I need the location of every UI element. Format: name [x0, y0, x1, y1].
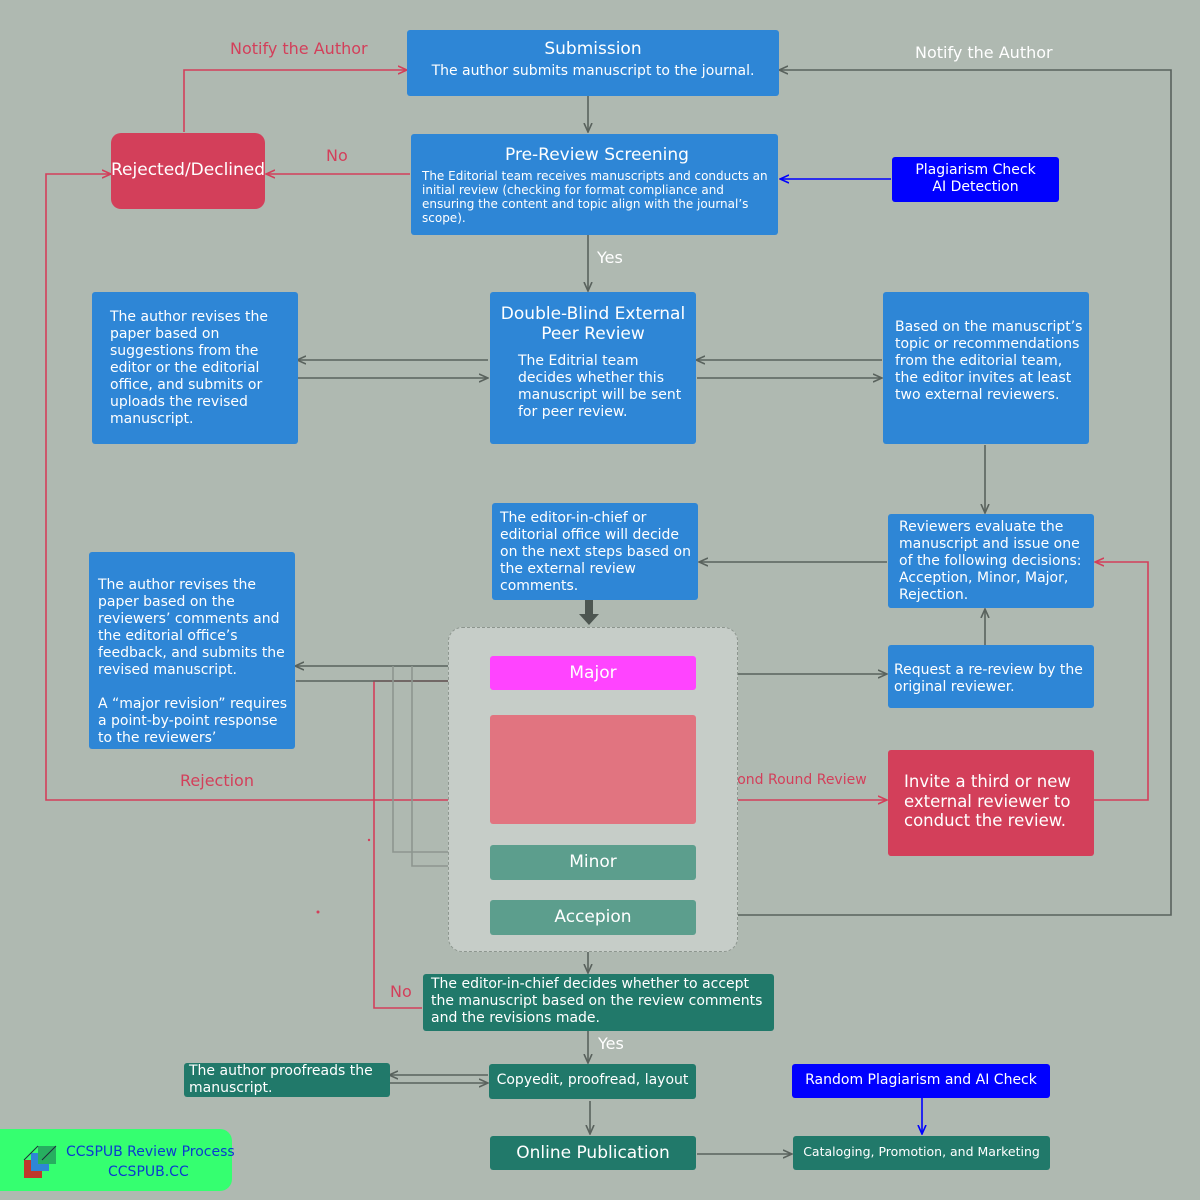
rejection-node	[490, 715, 696, 824]
plagiarism-node: Plagiarism Check AI Detection	[892, 157, 1059, 202]
peer-review-title: Double-Blind External Peer Review	[500, 304, 686, 344]
editor-decide-node: The editor-in-chief or editorial office …	[492, 503, 698, 600]
copyedit-title: Copyedit, proofread, layout	[496, 1072, 689, 1088]
rejected-title: Rejected/Declined	[111, 160, 265, 180]
proofread-text: The author proofreads the manuscript.	[189, 1063, 373, 1096]
author-revises-2-text: The author revises the paper based on th…	[98, 577, 288, 749]
minor-node: Minor	[490, 845, 696, 880]
author-revises-1-node: The author revises the paper based on su…	[92, 292, 298, 444]
brand-site: CCSPUB.CC	[108, 1164, 189, 1180]
reviewers-evaluate-node: Reviewers evaluate the manuscript and is…	[888, 514, 1094, 608]
arrow-third-to-evaluate	[1094, 562, 1149, 801]
invite-reviewers-text: Based on the manuscript’s topic or recom…	[895, 319, 1083, 403]
peer-review-node: Double-Blind External Peer Review The Ed…	[490, 292, 696, 444]
submission-title: Submission	[544, 39, 642, 59]
label-second-round: Second Round Review	[712, 772, 867, 788]
prereview-text: The Editorial team receives manuscripts …	[422, 169, 768, 225]
accepion-title: Accepion	[554, 907, 632, 927]
label-yes-bottom: Yes	[598, 1034, 624, 1053]
online-publication-title: Online Publication	[516, 1143, 670, 1163]
label-no-top: No	[326, 146, 348, 165]
stacked-books-icon	[23, 1145, 57, 1178]
label-notify-author-right: Notify the Author	[915, 43, 1053, 62]
label-notify-author-left: Notify the Author	[230, 39, 368, 58]
copyedit-node: Copyedit, proofread, layout	[489, 1064, 696, 1099]
random-check-title: Random Plagiarism and AI Check	[805, 1072, 1037, 1088]
accepion-node: Accepion	[490, 900, 696, 935]
thick-down-arrow	[579, 600, 599, 625]
cataloging-title: Cataloging, Promotion, and Marketing	[803, 1144, 1040, 1159]
major-title: Major	[569, 663, 617, 683]
prereview-node: Pre-Review Screening The Editorial team …	[411, 134, 778, 235]
stray-dot	[316, 910, 320, 914]
submission-text: The author submits manuscript to the jou…	[431, 63, 755, 79]
arrow-accepion-to-submission	[696, 70, 1172, 916]
rejected-node: Rejected/Declined	[111, 133, 265, 209]
arrow-rejected-to-submission	[183, 70, 406, 132]
random-check-node: Random Plagiarism and AI Check	[792, 1064, 1050, 1098]
invite-reviewers-node: Based on the manuscript’s topic or recom…	[883, 292, 1089, 444]
rereview-node: Request a re-review by the original revi…	[888, 645, 1094, 708]
rereview-text: Request a re-review by the original revi…	[894, 662, 1083, 695]
online-publication-node: Online Publication	[490, 1136, 696, 1170]
stray-dot	[367, 838, 371, 842]
editor-decide-text: The editor-in-chief or editorial office …	[500, 510, 691, 594]
final-decision-node: The editor-in-chief decides whether to a…	[423, 974, 774, 1031]
peer-review-text: The Editrial team decides whether this m…	[518, 353, 682, 420]
brand-badge: CCSPUB Review Process CCSPUB.CC	[0, 1129, 235, 1191]
prereview-title: Pre-Review Screening	[505, 145, 689, 165]
label-yes-top: Yes	[597, 248, 623, 267]
arrow-rejection-to-rejected	[45, 174, 489, 801]
brand-title: CCSPUB Review Process	[66, 1144, 235, 1160]
plagiarism-line1: Plagiarism Check	[915, 162, 1036, 178]
proofread-node: The author proofreads the manuscript.	[184, 1063, 390, 1097]
author-revises-2-node: The author revises the paper based on th…	[89, 552, 295, 749]
major-node: Major	[490, 656, 696, 690]
reviewers-evaluate-text: Reviewers evaluate the manuscript and is…	[899, 519, 1082, 603]
third-reviewer-text: Invite a third or new external reviewer …	[904, 772, 1071, 830]
submission-node: Submission The author submits manuscript…	[407, 30, 779, 96]
label-no-bottom: No	[390, 982, 412, 1001]
cataloging-node: Cataloging, Promotion, and Marketing	[793, 1136, 1050, 1170]
final-decision-text: The editor-in-chief decides whether to a…	[431, 976, 763, 1026]
third-reviewer-node: Invite a third or new external reviewer …	[888, 750, 1094, 856]
label-rejection: Rejection	[180, 771, 254, 790]
author-revises-1-text: The author revises the paper based on su…	[110, 309, 268, 427]
plagiarism-line2: AI Detection	[932, 179, 1019, 195]
minor-title: Minor	[569, 852, 617, 872]
